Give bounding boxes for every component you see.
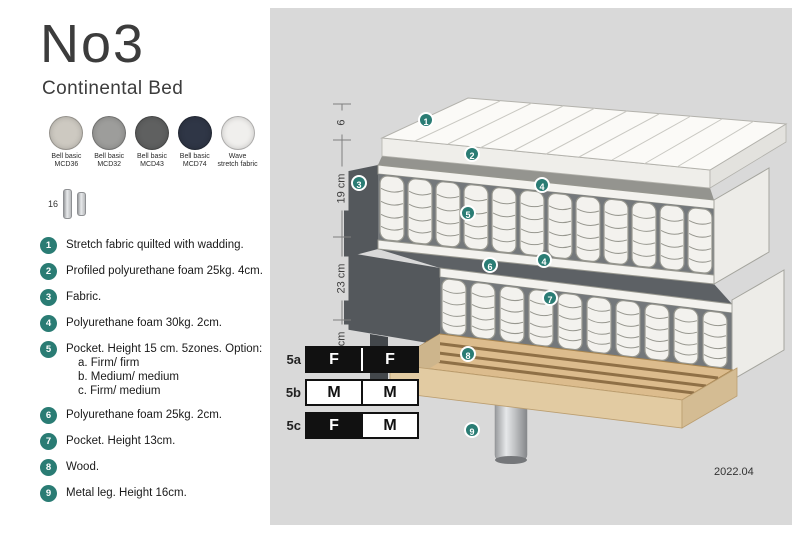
dimension-label: 6: [335, 110, 349, 135]
legend-item-text: Metal leg. Height 16cm.: [66, 487, 187, 499]
quilt-lines: [414, 100, 755, 168]
swatch-label-line2: MCD74: [182, 161, 207, 168]
legend-option: c. Firm/ medium: [78, 385, 161, 397]
metal-leg-icon: [63, 189, 73, 219]
diagram-badge: 4: [534, 177, 550, 193]
bed-cutaway-illustration: [333, 97, 788, 464]
legend-number-badge: 4: [40, 315, 57, 332]
swatch-label-line1: Bell basic: [51, 153, 82, 160]
firmness-cell: M: [361, 381, 417, 404]
fabric-swatch-circle: [49, 116, 84, 150]
swatch-label-line2: MCD32: [97, 161, 122, 168]
legend-number-badge: 1: [40, 237, 57, 254]
legend-number-badge: 8: [40, 459, 57, 476]
legend-item: 9 Metal leg. Height 16cm.: [40, 485, 270, 502]
legend-item: 3 Fabric.: [40, 289, 270, 306]
legend-number-badge: 6: [40, 407, 57, 424]
diagram-badge: 6: [482, 257, 498, 273]
swatch-label-line2: stretch fabric: [217, 161, 258, 168]
legend-number-badge: 3: [40, 289, 57, 306]
swatch-label-line1: Wave: [228, 153, 247, 160]
swatch-label-line1: Bell basic: [137, 153, 167, 160]
legend-item: 6 Polyurethane foam 25kg. 2cm.: [40, 407, 270, 424]
legend-item: 5 Pocket. Height 15 cm. 5zones. Option: …: [40, 341, 270, 398]
diagram-badge: 5: [460, 205, 476, 221]
firmness-cell: M: [361, 414, 417, 437]
legend-option: a. Firm/ firm: [78, 357, 140, 369]
legend-item-text: Pocket. Height 15 cm. 5zones. Option:: [66, 343, 263, 355]
legend-item-options: a. Firm/ firm b. Medium/ medium c. Firm/…: [66, 357, 262, 398]
firmness-row-label: 5b: [285, 385, 301, 400]
legend-item: 8 Wood.: [40, 459, 270, 476]
diagram-badge: 3: [351, 175, 367, 191]
firmness-row: 5b M M: [279, 379, 419, 406]
legend-number-badge: 7: [40, 433, 57, 450]
firmness-table: 5a F F 5b M M 5c F M: [279, 346, 419, 445]
product-title: No3: [40, 14, 146, 74]
swatch-label-line2: MCD43: [140, 161, 164, 168]
legend-number-badge: 5: [40, 341, 57, 358]
fabric-swatch-circle: [134, 116, 169, 150]
legend-option: b. Medium/ medium: [78, 371, 179, 383]
metal-leg-icon: [77, 192, 87, 216]
diagram-badge: 7: [542, 290, 558, 306]
legend-item: 7 Pocket. Height 13cm.: [40, 433, 270, 450]
legend-item-text: Polyurethane foam 30kg. 2cm.: [66, 317, 222, 329]
firmness-cell: M: [307, 381, 361, 404]
leg-height-value: 16: [48, 199, 59, 209]
fabric-swatch-circle: [220, 116, 255, 150]
metal-leg: [494, 395, 528, 464]
firmness-row: 5c F M: [279, 412, 419, 439]
dimension-label: 19 cm: [335, 166, 349, 211]
diagram-badge: 8: [460, 346, 476, 362]
fabric-swatch-circle: [177, 116, 212, 150]
firmness-row-label: 5a: [286, 352, 301, 367]
firmness-row-label: 5c: [286, 418, 301, 433]
leg-height-icon: 16: [48, 187, 270, 221]
legend-item: 2 Profiled polyurethane foam 25kg. 4cm.: [40, 263, 270, 280]
version-label: 2022.04: [714, 466, 754, 478]
firmness-cell: F: [307, 414, 361, 437]
legend-item: 1 Stretch fabric quilted with wadding.: [40, 237, 270, 254]
firmness-cell: F: [307, 348, 361, 371]
lower-box: [344, 249, 785, 381]
product-subtitle: Continental Bed: [42, 78, 184, 99]
legend-item-text: Wood.: [66, 461, 100, 473]
legend-item-text: Polyurethane foam 25kg. 2cm.: [66, 409, 222, 421]
diagram-badge: 1: [418, 112, 434, 128]
illustration-panel: 6 19 cm 23 cm 16 cm 1 2 3 4 5 4 6 7 8 9 …: [270, 0, 800, 533]
legend-item-text: Stretch fabric quilted with wadding.: [66, 239, 244, 251]
diagram-badge: 4: [536, 252, 552, 268]
firmness-row: 5a F F: [279, 346, 419, 373]
legend-number-badge: 9: [40, 485, 57, 502]
legend-item-text: Fabric.: [66, 291, 102, 303]
legend-item: 4 Polyurethane foam 30kg. 2cm.: [40, 315, 270, 332]
swatch-label-line2: MCD36: [54, 161, 79, 168]
legend-number-badge: 2: [40, 263, 57, 280]
swatch-label-line1: Bell basic: [94, 153, 125, 160]
firmness-cell: F: [361, 348, 417, 371]
fabric-swatch-circle: [92, 116, 127, 150]
diagram-badge: 9: [464, 422, 480, 438]
dimension-label: 23 cm: [335, 256, 349, 301]
legend-item-text: Profiled polyurethane foam 25kg. 4cm.: [66, 265, 263, 277]
legend-item-text: Pocket. Height 13cm.: [66, 435, 176, 447]
diagram-badge: 2: [464, 146, 480, 162]
swatch-label-line1: Bell basic: [179, 153, 210, 160]
